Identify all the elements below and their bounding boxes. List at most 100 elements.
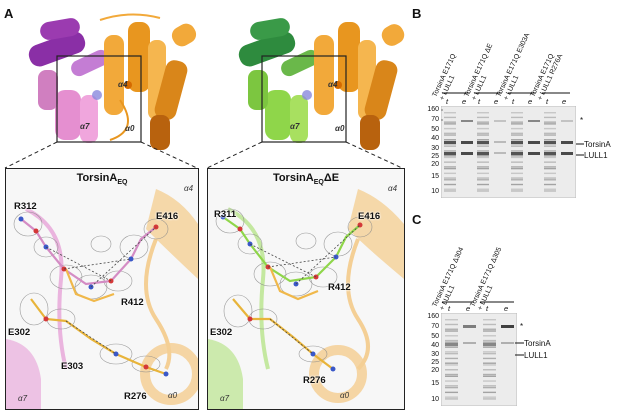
b-lane-6-torsina: [528, 141, 540, 144]
b-lane-6: e: [528, 97, 533, 106]
c-lane-1-band: [445, 335, 458, 337]
b-lane-1-band: [444, 116, 456, 119]
right-label-a4: α4: [328, 80, 338, 89]
b-lane-1-band: [444, 145, 456, 147]
inset-eq-a4: α4: [184, 184, 194, 193]
c-lane-1-band: [445, 380, 458, 382]
b-lane-7-band: [544, 150, 556, 152]
b-lane-5: t: [512, 97, 515, 106]
b-lane-3-band: [477, 177, 489, 179]
b-lane-5-band: [511, 177, 523, 179]
b-lane-5-band: [511, 145, 523, 147]
panel-letter-c: C: [412, 212, 422, 227]
c-band-lull1: LULL1: [524, 351, 548, 360]
c-lane-1-band: [445, 319, 458, 321]
b-lane-7-band: [544, 121, 556, 123]
c-mw-15: 15: [431, 380, 439, 387]
b-lane-3-band: [477, 134, 489, 136]
c-lane-2: e: [466, 304, 471, 313]
c-lane-1-band: [445, 352, 458, 355]
c-lane-1-band: [445, 398, 458, 400]
inset-eq-art: [6, 189, 198, 409]
b-lane-1-band: [444, 166, 456, 168]
c-lane-1-torsina: [445, 343, 458, 346]
b-lane-5-band: [511, 190, 523, 192]
b-lane-3-band: [477, 156, 489, 159]
b-lane-5-lull1: [511, 152, 523, 155]
b-lane-7-band: [544, 161, 556, 163]
c-lane-3-band: [483, 398, 496, 400]
res-r311: R311: [214, 209, 237, 220]
b-lane-5-band: [511, 143, 523, 146]
b-mw-20: 20: [431, 161, 439, 168]
b-lane-5-band: [511, 161, 523, 163]
c-lane-3-band: [483, 386, 496, 389]
b-lane-1-band: [444, 183, 456, 186]
b-band-torsina: TorsinA: [584, 140, 611, 149]
structure-delta-e: [206, 18, 405, 169]
b-lane-5-band: [511, 123, 523, 125]
b-lane-1-band: [444, 172, 456, 175]
b-lane-1-band: [444, 121, 456, 123]
b-lane-1-band: [444, 139, 456, 141]
b-lane-3-band: [477, 172, 489, 175]
c-lane-3-band: [483, 352, 496, 355]
b-lane-7-band: [544, 188, 556, 190]
res-e302-left: E302: [8, 327, 31, 338]
b-lane-3-band: [477, 183, 489, 186]
c-star: *: [520, 322, 524, 331]
b-lane-1-band: [444, 132, 456, 135]
inset-eq-a7: α7: [18, 394, 28, 403]
b-lane-3-band: [477, 121, 489, 123]
b-lane-3-band: [477, 190, 489, 192]
b-lane-7-band: [544, 183, 556, 186]
b-lane-4-torsina: [494, 141, 506, 143]
b-band-lull1: LULL1: [584, 151, 608, 160]
b-lane-5-band: [511, 132, 523, 135]
c-lane-1-band: [445, 385, 458, 387]
b-lane-7-band: [544, 132, 556, 135]
b-lane-1-band: [444, 143, 456, 146]
res-e302-right: E302: [210, 327, 233, 338]
c-lane-3-band: [483, 380, 496, 382]
b-lane-3-band: [477, 116, 489, 119]
b-lane-8-torsina: [561, 141, 573, 144]
b-mw-50: 50: [431, 126, 439, 133]
c-lane-3-band: [483, 319, 496, 321]
b-lane-1-band: [444, 123, 456, 125]
b-lane-3-band: [477, 112, 489, 114]
c-band-torsina: TorsinA: [524, 339, 551, 348]
b-lane-5-torsina: [511, 141, 523, 144]
b-lane-2-star: [461, 120, 473, 122]
b-mw-25: 25: [431, 153, 439, 160]
b-lane-7-band: [544, 179, 556, 181]
b-lane-1-band: [444, 177, 456, 179]
b-lane-1-band: [444, 156, 456, 159]
c-lane-3-band: [483, 364, 496, 366]
inset-de-a0: α0: [340, 391, 350, 400]
c-lane-3-band: [483, 328, 496, 330]
inset-eq-a0: α0: [168, 391, 178, 400]
b-lane-7-band: [544, 177, 556, 179]
b-lane-7-band: [544, 190, 556, 192]
b-lane-8-lull1: [561, 152, 573, 155]
b-mw-10: 10: [431, 188, 439, 195]
b-lane-5-band: [511, 127, 523, 130]
c-lane-2-star: [463, 325, 476, 328]
c-lane-1-band: [445, 364, 458, 366]
b-lane-3-band: [477, 155, 489, 157]
b-lane-7-band: [544, 139, 556, 141]
c-mw-40: 40: [431, 342, 439, 349]
c-lane-1-band: [445, 341, 458, 344]
b-lane-5-band: [511, 139, 523, 141]
c-mw-20: 20: [431, 367, 439, 374]
c-mw-25: 25: [431, 359, 439, 366]
c-underlines: [442, 301, 514, 303]
b-lane-1-band: [444, 112, 456, 114]
c-lane-1: t: [448, 304, 451, 313]
b-underlines: [442, 92, 570, 94]
c-lane-3-band: [483, 375, 496, 377]
inset-eq-title: TorsinAEQ: [76, 172, 128, 187]
c-lane-3-band: [483, 339, 496, 342]
c-lane-1-band: [445, 362, 458, 364]
